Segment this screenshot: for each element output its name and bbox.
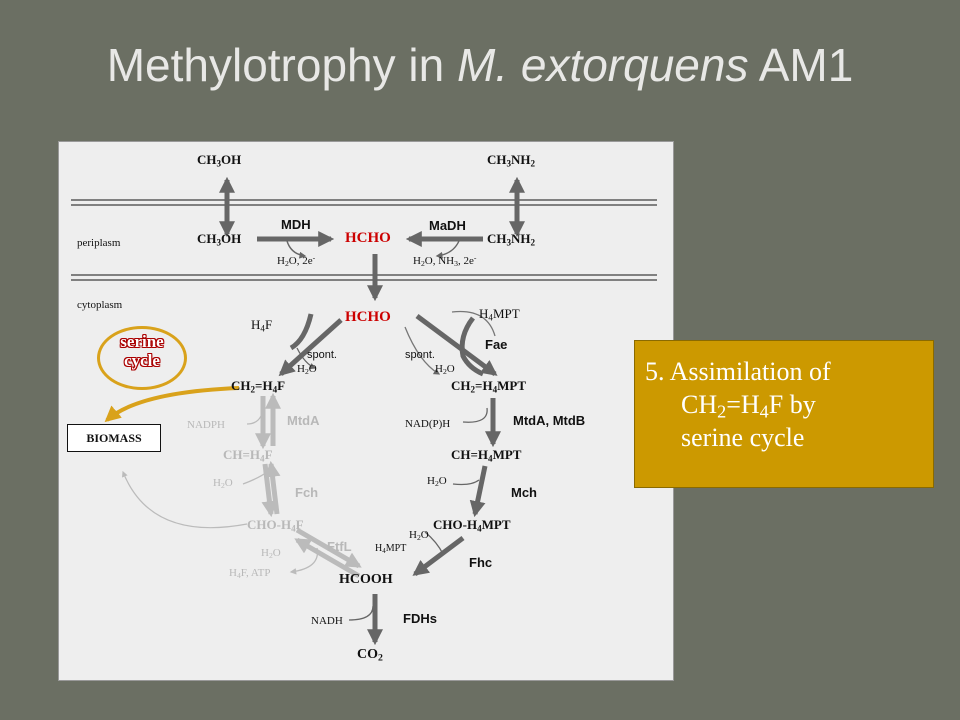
cho-h4mpt: CHO-H4MPT <box>433 517 511 534</box>
periplasm-label: periplasm <box>77 237 121 249</box>
outer-ch3nh2: CH3NH2 <box>487 152 536 169</box>
madh-label: MaDH <box>429 218 466 233</box>
pathway-diagram: periplasm cytoplasm CH3OH CH3NH2 MDH MaD… <box>58 141 674 681</box>
fhc-arrow <box>412 536 465 576</box>
h2o-mch-label: H2O <box>427 475 447 488</box>
cytoplasm-label: cytoplasm <box>77 299 123 311</box>
madh-side-arrow <box>435 240 460 259</box>
spont-right-label: spont. <box>405 349 435 361</box>
spont-left-label: spont. <box>307 349 337 361</box>
nadph-left-label: NADPH <box>187 419 225 431</box>
cho-h4f: CHO-H4F <box>247 517 304 534</box>
fch-reverse-arrow <box>264 460 281 515</box>
h2o-right-label: H2O <box>435 363 455 376</box>
periplasm-ch3nh2: CH3NH2 <box>487 231 536 248</box>
fdhs-label: FDHs <box>403 611 437 626</box>
fae-label: Fae <box>485 337 508 352</box>
nadh-side <box>348 605 374 621</box>
mdh-label: MDH <box>281 217 311 232</box>
periplasm-hcho: HCHO <box>345 230 391 246</box>
serine-cycle-ring <box>97 326 187 390</box>
h2o-mch-side <box>452 479 480 486</box>
ch2h4f-to-biomass-arrow <box>104 386 240 423</box>
fae-curve <box>451 310 496 337</box>
h2o-fhc-side <box>424 531 444 555</box>
mdh-side-arrow <box>286 240 307 259</box>
h2o-left-side-arrow <box>296 347 317 370</box>
pathway-arrows <box>71 176 657 646</box>
mch-arrow <box>469 465 488 518</box>
mtda-mtdb-label: MtdA, MtdB <box>513 413 586 428</box>
ch2-h4f: CH2=H4F <box>231 378 286 395</box>
h4f-cofactor: H4F <box>251 317 273 334</box>
h2o-left-label: H2O <box>297 363 317 376</box>
h2o-fhc-label: H2O <box>409 529 429 542</box>
ch-h4f: CH=H4F <box>223 447 273 464</box>
nadph-right-label: NAD(P)H <box>405 418 451 430</box>
h4mpt-fhc-label: H4MPT <box>375 543 407 555</box>
fhc-label: Fhc <box>469 555 493 570</box>
h2o-fch-side <box>242 471 268 485</box>
ch-h4mpt: CH=H4MPT <box>451 447 522 464</box>
ftfl-reverse-arrow <box>294 537 361 579</box>
hcooh: HCOOH <box>339 572 393 587</box>
biomass-box: BIOMASS <box>67 424 161 452</box>
hcho-to-ch2h4f-arrow <box>278 318 343 377</box>
madh-byproducts: H2O, NH3, 2e- <box>413 253 477 268</box>
h4mpt-input-curve <box>459 316 485 377</box>
fch-label: Fch <box>295 485 319 500</box>
h4mpt-cofactor: H4MPT <box>479 306 520 323</box>
ftfl-forward-arrow <box>295 527 362 569</box>
callout-line-2: CH2=H4F by <box>681 390 816 422</box>
h4f-atp-side-arrow <box>289 547 319 575</box>
mdh-byproducts: H2O, 2e- <box>277 253 316 268</box>
mtda-label: MtdA <box>287 413 320 428</box>
slide-title: Methylotrophy in M. extorquens AM1 <box>106 39 854 91</box>
callout-line-3: serine cycle <box>681 423 805 452</box>
membrane-lines <box>71 199 657 281</box>
h2o-ftfl-label: H2O <box>261 547 281 560</box>
ftfl-label: FtfL <box>327 539 352 554</box>
hcho-to-ch2h4mpt-arrow <box>415 313 498 377</box>
assimilation-callout: 5. Assimilation of CH2=H4F by serine cyc… <box>634 340 934 488</box>
ch2-h4mpt: CH2=H4MPT <box>451 378 527 395</box>
nadph-left-side <box>246 415 262 425</box>
cytoplasm-hcho: HCHO <box>345 309 391 325</box>
spont-right-side-arrow <box>404 326 441 375</box>
nadh-label: NADH <box>311 615 343 627</box>
nadph-right-side <box>462 407 488 423</box>
h4f-atp-label: H4F, ATP <box>229 567 271 580</box>
h4f-input-curve <box>289 313 314 351</box>
outer-ch3oh: CH3OH <box>197 152 242 169</box>
cho-h4f-to-biomass-arrow <box>122 470 248 529</box>
mch-label: Mch <box>511 485 537 500</box>
periplasm-ch3oh: CH3OH <box>197 231 242 248</box>
co2: CO2 <box>357 647 383 664</box>
callout-line-1: 5. Assimilation of <box>645 357 831 386</box>
h2o-fch-label: H2O <box>213 477 233 490</box>
